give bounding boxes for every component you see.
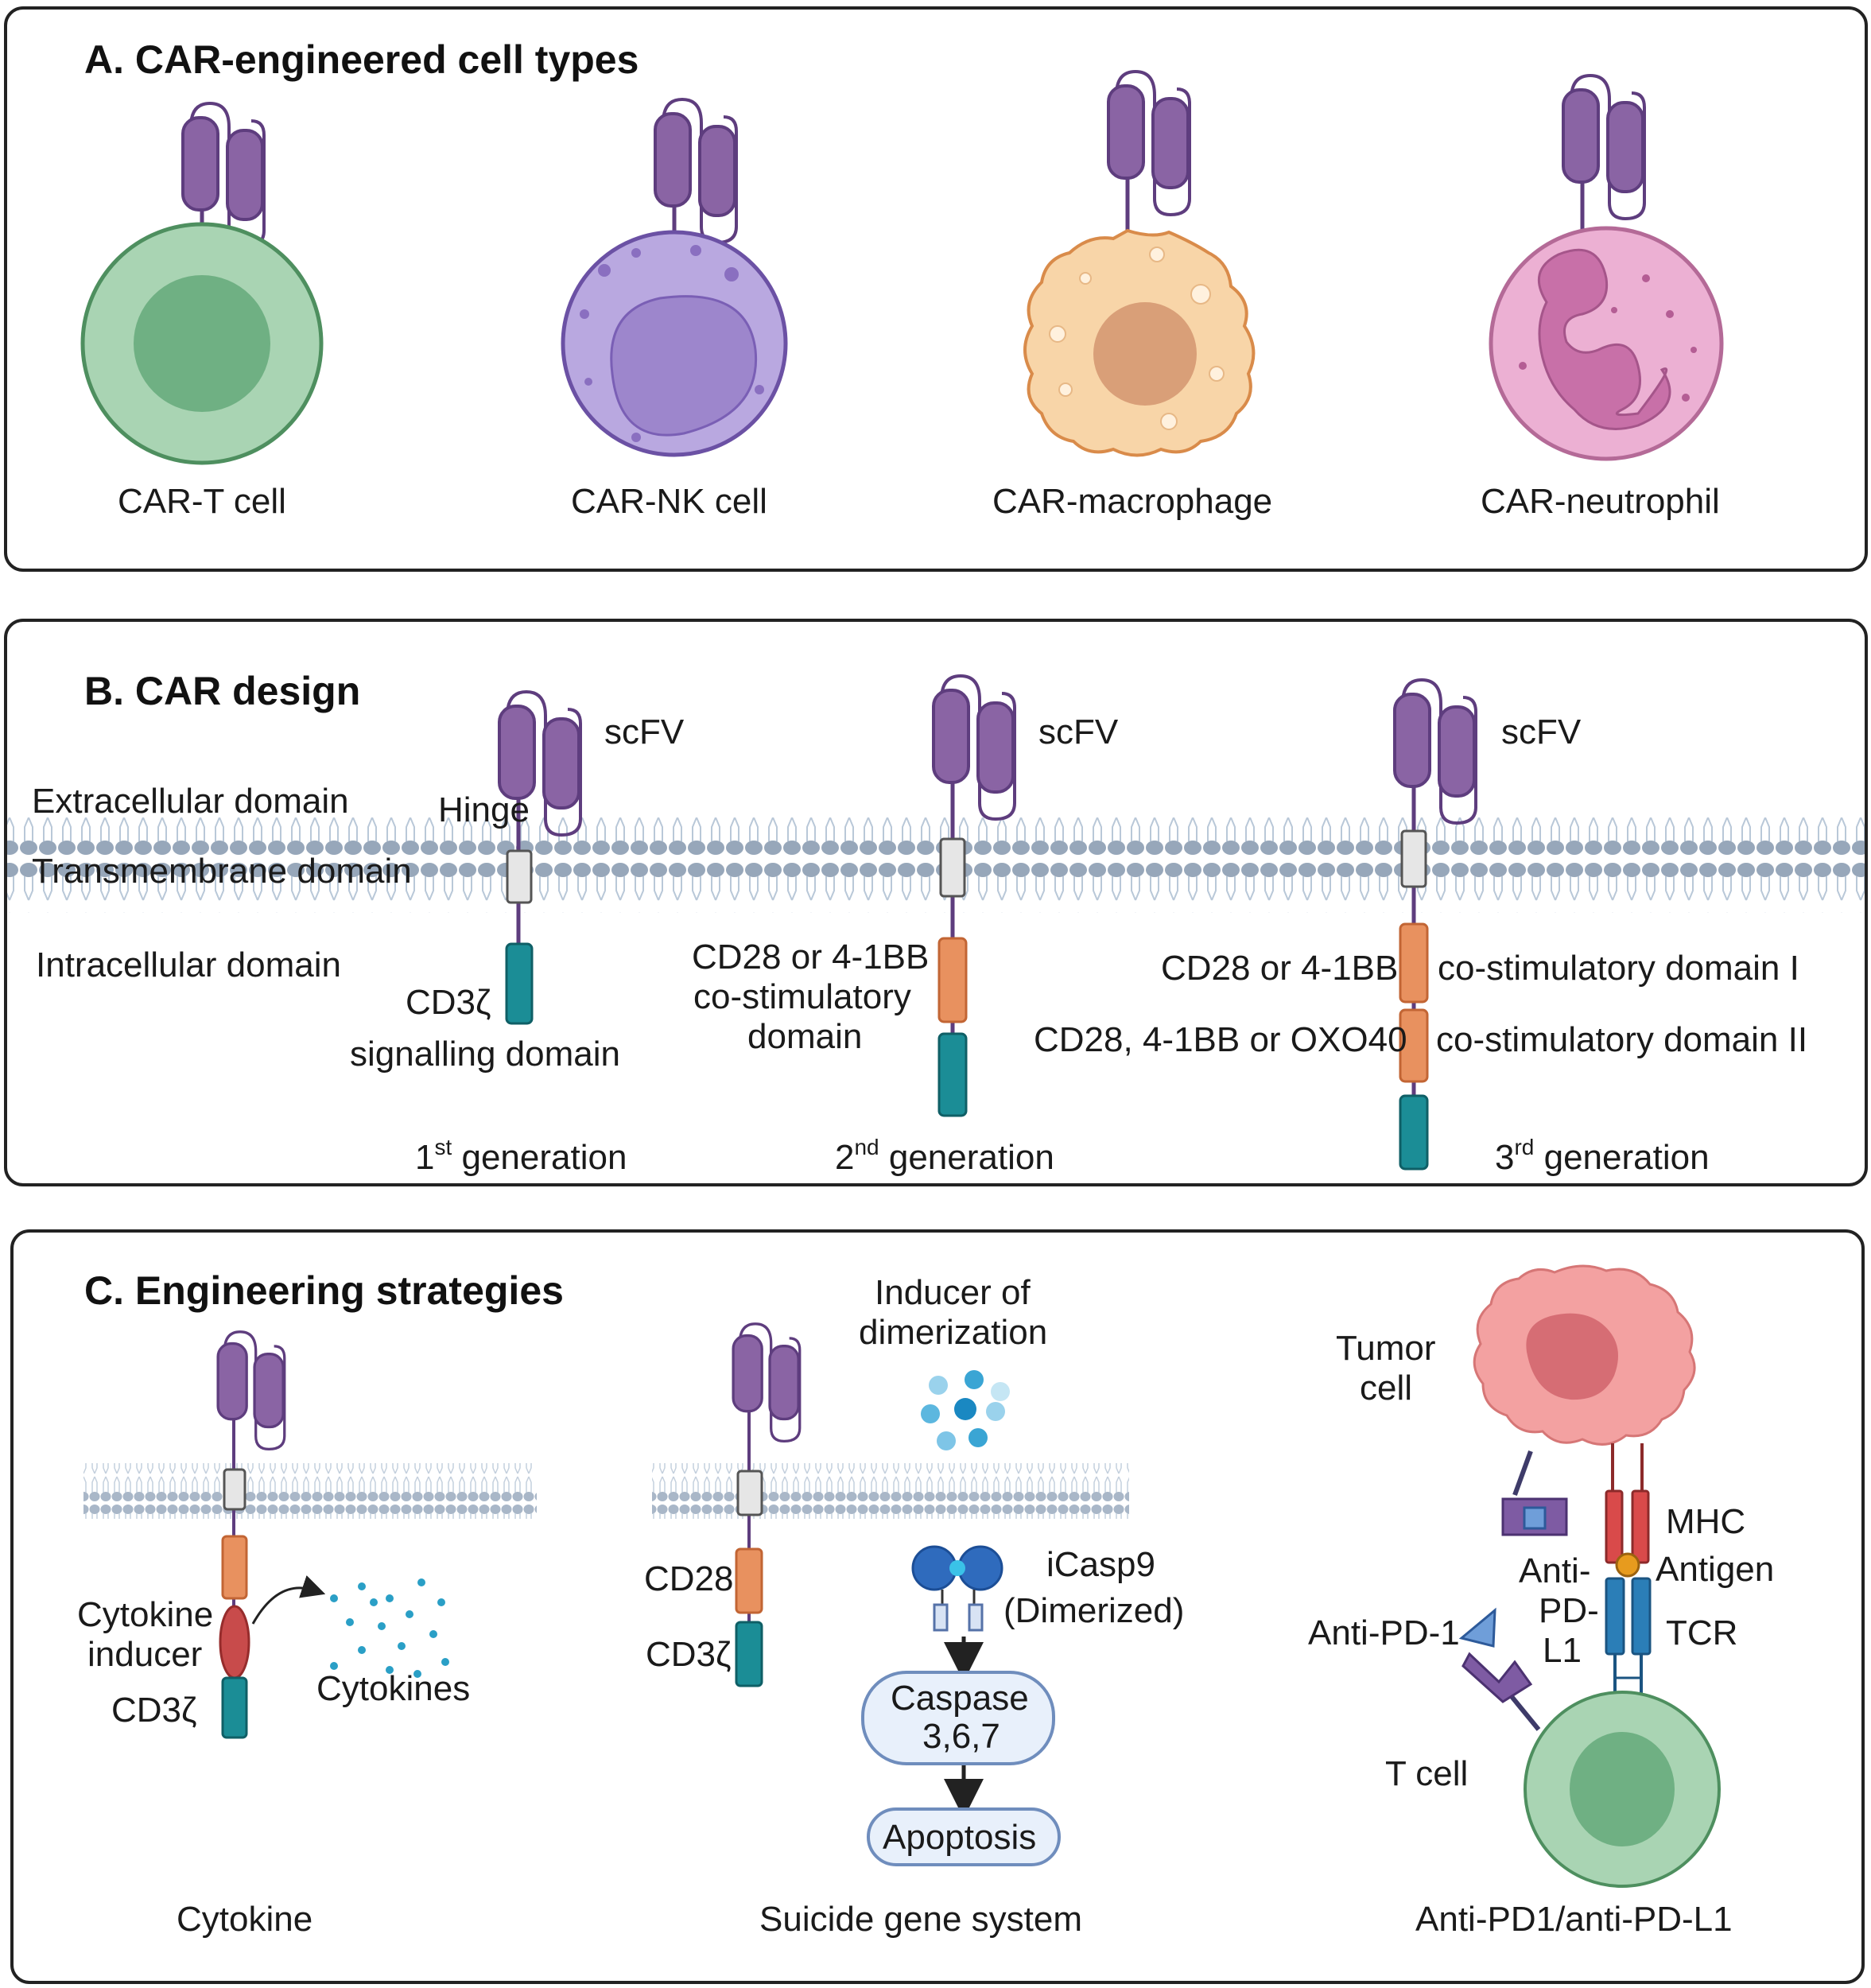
tcr-icon <box>1605 1577 1652 1702</box>
dimerizer-molecules-icon <box>921 1370 1010 1450</box>
panel-b-heading: B. CAR design <box>84 669 360 713</box>
car-gen1-construct <box>498 690 582 1025</box>
t-cell-icon <box>1524 1691 1721 1888</box>
anti-pd-l1-line3: L1 <box>1543 1631 1582 1670</box>
car-neutrophil-label: CAR-neutrophil <box>1481 482 1720 521</box>
icasp9-dimer-icon <box>911 1545 1003 1632</box>
pd-l1-icon <box>1501 1450 1568 1536</box>
car-neutrophil-icon <box>1489 74 1724 461</box>
tcr-label: TCR <box>1666 1613 1737 1652</box>
caspase-box <box>861 1671 1055 1765</box>
tumor-cell-label-line2: cell <box>1360 1369 1412 1408</box>
inducer-line2: dimerization <box>859 1313 1047 1352</box>
antigen-icon <box>1615 1552 1640 1578</box>
cd3z-label-gen1: CD3ζ <box>406 983 491 1022</box>
pd-1-receptor-icon <box>1458 1607 1541 1731</box>
mhc-icon <box>1605 1443 1650 1564</box>
membrane-suicide <box>652 1463 1129 1519</box>
cytokine-inducer-line1: Cytokine <box>77 1595 213 1634</box>
panel-a-heading: A. CAR-engineered cell types <box>84 37 639 82</box>
car-gen2-construct <box>932 674 1016 1117</box>
scfv-label-gen2: scFV <box>1038 712 1119 751</box>
transmembrane-domain-label: Transmembrane domain <box>32 852 412 891</box>
gen3-costim-right2: co-stimulatory domain II <box>1436 1020 1807 1059</box>
gen3-costim-left2: CD28, 4-1BB or OXO40 <box>1034 1020 1407 1059</box>
gen3-caption: 3rd generation <box>1495 1135 1710 1177</box>
suicide-caption: Suicide gene system <box>759 1900 1082 1939</box>
panel-c-heading: C. Engineering strategies <box>84 1268 564 1313</box>
cytokines-label: Cytokines <box>316 1669 470 1708</box>
gen2-costim-line1: CD28 or 4-1BB <box>692 938 929 977</box>
signalling-domain-label: signalling domain <box>350 1035 620 1074</box>
membrane-cytokine <box>83 1463 537 1519</box>
gen3-costim-left1: CD28 or 4-1BB <box>1161 949 1398 988</box>
cytokine-inducer-line2: inducer <box>87 1635 202 1674</box>
cytokine-caption: Cytokine <box>177 1900 312 1939</box>
cd28-label-suicide: CD28 <box>644 1559 734 1598</box>
car-t-cell-icon <box>80 102 324 465</box>
apoptosis-label: Apoptosis <box>883 1818 1036 1857</box>
inducer-line1: Inducer of <box>875 1273 1031 1312</box>
membrane-bilayer <box>7 817 1865 913</box>
caspase-line1: Caspase <box>891 1679 1029 1718</box>
gen2-costim-line3: domain <box>747 1017 862 1056</box>
anti-pd-l1-line2: PD- <box>1539 1591 1599 1630</box>
scfv-label-gen1: scFV <box>604 712 685 751</box>
suicide-car-construct <box>732 1322 802 1687</box>
gen2-caption: 2nd generation <box>835 1135 1054 1177</box>
cd3z-label-cytokine: CD3ζ <box>111 1691 196 1730</box>
anti-pd1-caption: Anti-PD1/anti-PD-L1 <box>1415 1900 1733 1939</box>
panel-a-frame <box>4 6 1868 572</box>
anti-pd-1-label: Anti-PD-1 <box>1308 1613 1460 1652</box>
car-macrophage-icon <box>1023 70 1256 457</box>
intracellular-domain-label: Intracellular domain <box>36 945 341 984</box>
extracellular-domain-label: Extracellular domain <box>32 782 349 821</box>
gen1-caption: 1st generation <box>415 1135 627 1177</box>
apoptosis-box <box>867 1807 1061 1866</box>
cytokine-dots-icon <box>330 1578 449 1678</box>
t-cell-label: T cell <box>1385 1754 1468 1793</box>
icasp9-label: iCasp9 <box>1046 1545 1155 1584</box>
antigen-label: Antigen <box>1656 1550 1774 1589</box>
cytokine-car-construct <box>216 1330 326 1739</box>
gen2-costim-line2: co-stimulatory <box>693 977 911 1016</box>
car-macrophage-label: CAR-macrophage <box>992 482 1272 521</box>
car-gen3-construct <box>1393 678 1477 1171</box>
icasp9-dimerized-label: (Dimerized) <box>1003 1591 1184 1630</box>
anti-pd-l1-line1: Anti- <box>1519 1551 1590 1590</box>
car-t-cell-label: CAR-T cell <box>118 482 286 521</box>
cd3z-label-suicide: CD3ζ <box>646 1635 731 1674</box>
caspase-line2: 3,6,7 <box>922 1717 1000 1756</box>
car-nk-cell-icon <box>561 98 788 457</box>
mhc-label: MHC <box>1666 1502 1745 1541</box>
hinge-label: Hinge <box>438 790 530 829</box>
tumor-cell-label-line1: Tumor <box>1336 1329 1436 1368</box>
gen3-costim-right1: co-stimulatory domain I <box>1438 949 1799 988</box>
tumor-cell-icon <box>1473 1264 1696 1446</box>
scfv-label-gen3: scFV <box>1501 712 1582 751</box>
car-nk-cell-label: CAR-NK cell <box>571 482 767 521</box>
